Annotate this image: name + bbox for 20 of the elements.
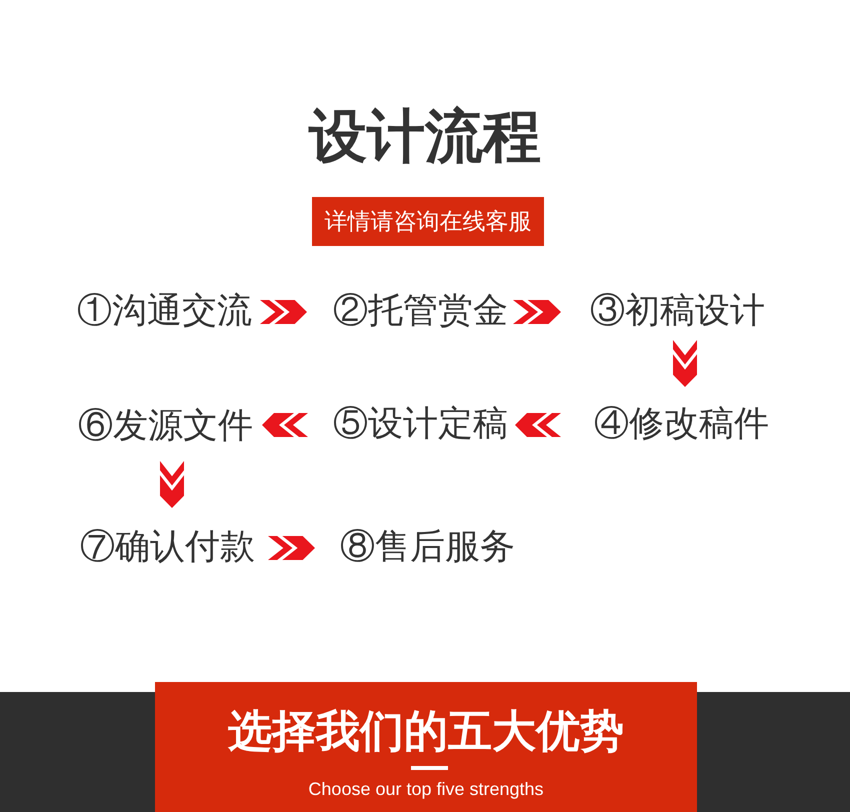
chevron-arrow <box>262 413 308 437</box>
chevron-arrow <box>268 536 315 560</box>
step-label: ②托管赏金 <box>333 293 508 329</box>
banner-panel <box>155 682 697 812</box>
step-label: ①沟通交流 <box>77 293 252 329</box>
step-label: ④修改稿件 <box>594 406 769 442</box>
step-label: ③初稿设计 <box>590 293 765 329</box>
chevron-arrow <box>160 461 184 508</box>
step-label: ⑥发源文件 <box>78 408 253 444</box>
step-label: ⑤设计定稿 <box>333 406 508 442</box>
notice-box: 详情请咨询在线客服 <box>312 197 544 246</box>
chevron-arrow <box>673 340 697 387</box>
step-label: ⑦确认付款 <box>80 529 255 565</box>
chevron-arrow <box>513 300 561 324</box>
step-label: ⑧售后服务 <box>340 529 515 565</box>
banner-heading: 选择我们的五大优势 <box>228 706 624 758</box>
chevron-arrow <box>515 413 561 437</box>
banner-subtitle: Choose our top five strengths <box>308 778 544 800</box>
chevron-arrow <box>260 300 307 324</box>
title: 设计流程 <box>309 104 541 170</box>
